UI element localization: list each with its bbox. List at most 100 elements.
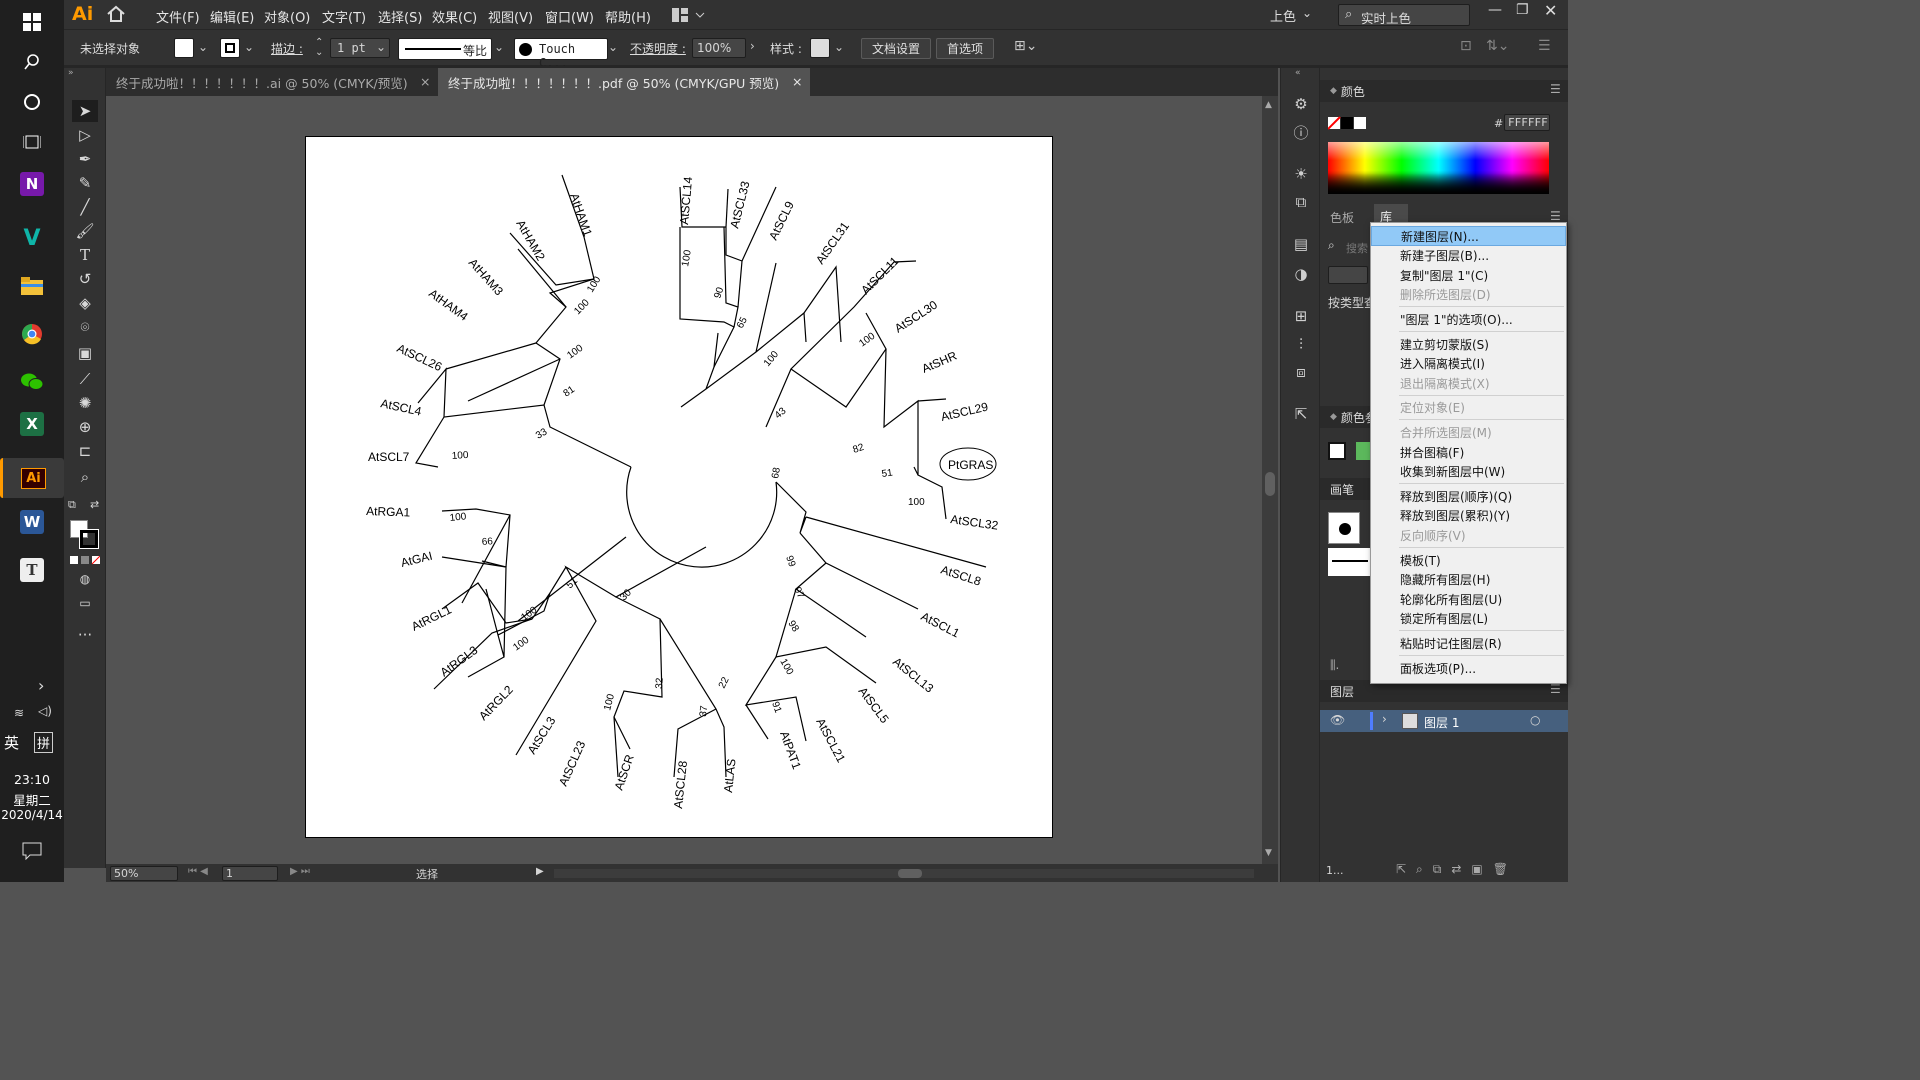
- visibility-eye-icon[interactable]: 👁: [1330, 713, 1346, 727]
- arrange-icon[interactable]: ⊞⌄: [1014, 38, 1038, 54]
- default-colors-icon[interactable]: ⧉: [68, 498, 76, 511]
- brush-definition[interactable]: Touch C...: [514, 38, 608, 70]
- blend-tool-icon[interactable]: ✺: [78, 394, 92, 412]
- home-icon[interactable]: [106, 5, 126, 26]
- fill-swatch[interactable]: [174, 38, 194, 58]
- context-menu-item[interactable]: 收集到新图层中(W): [1400, 465, 1506, 480]
- chevron-down-icon[interactable]: ⌄: [1302, 6, 1313, 20]
- fill-color-box[interactable]: [70, 520, 88, 538]
- context-menu-item[interactable]: 释放到图层(累积)(Y): [1400, 509, 1511, 524]
- gradient-panel-icon[interactable]: ▤: [1293, 235, 1309, 253]
- context-menu-item[interactable]: 锁定所有图层(L): [1400, 612, 1489, 627]
- library-search-input[interactable]: 搜索: [1346, 242, 1368, 255]
- restore-icon[interactable]: ❐: [1516, 2, 1529, 18]
- zoom-level[interactable]: 50%: [110, 866, 178, 881]
- panel-menu-icon[interactable]: ☰: [1550, 682, 1561, 696]
- layer-name[interactable]: 图层 1: [1424, 716, 1460, 730]
- wechat-icon[interactable]: [14, 364, 50, 400]
- chevron-down-icon[interactable]: ⌄: [494, 40, 505, 54]
- swap-colors-icon[interactable]: ⇄: [90, 498, 100, 511]
- properties-icon[interactable]: ⚙: [1294, 95, 1308, 113]
- close-icon[interactable]: ✕: [1544, 1, 1558, 20]
- pen-tool-icon[interactable]: ✒: [78, 150, 92, 168]
- chevron-down-icon[interactable]: ⌄: [376, 40, 387, 54]
- opacity-input[interactable]: 100%: [692, 38, 746, 58]
- windows-start-icon[interactable]: [14, 4, 50, 40]
- collapse-icon[interactable]: «: [1295, 68, 1301, 78]
- stroke-weight-input[interactable]: 1 pt: [330, 38, 390, 58]
- menu-type[interactable]: 文字(T): [322, 11, 367, 26]
- opacity-label[interactable]: 不透明度 :: [630, 41, 686, 56]
- artboard-tool-icon[interactable]: ⊏: [78, 442, 92, 460]
- chrome-icon[interactable]: [14, 316, 50, 352]
- panel-menu-icon[interactable]: ☰: [1538, 38, 1551, 54]
- close-icon[interactable]: ×: [420, 74, 431, 89]
- vpn-app-icon[interactable]: V: [23, 225, 41, 251]
- menu-effect[interactable]: 效果(C): [432, 11, 478, 26]
- context-menu-item[interactable]: 拼合图稿(F): [1400, 445, 1465, 460]
- tab-swatches[interactable]: 色板: [1330, 211, 1355, 225]
- ime-mode[interactable]: 拼: [34, 732, 54, 753]
- context-menu-item[interactable]: 释放到图层(顺序)(Q): [1400, 489, 1513, 504]
- draw-mode-icon[interactable]: ◍: [79, 572, 91, 586]
- stroke-swatch[interactable]: [220, 38, 240, 58]
- stroke-color-box[interactable]: [79, 529, 99, 549]
- close-icon[interactable]: ×: [792, 74, 803, 89]
- menu-file[interactable]: 文件(F): [156, 11, 200, 26]
- search-icon[interactable]: [14, 44, 50, 80]
- preferences-button[interactable]: 首选项: [936, 38, 995, 59]
- chevron-down-icon[interactable]: ⌄: [244, 40, 255, 54]
- input-language[interactable]: 英: [4, 734, 20, 752]
- transform-panel-icon[interactable]: ⧉: [1295, 193, 1307, 211]
- stroke-label[interactable]: 描边 :: [271, 41, 303, 56]
- cortana-icon[interactable]: [14, 84, 50, 120]
- menu-help[interactable]: 帮助(H): [605, 11, 651, 26]
- appearance-icon[interactable]: ☀: [1294, 165, 1308, 183]
- menu-object[interactable]: 对象(O): [264, 11, 311, 26]
- line-tool-icon[interactable]: ╱: [80, 198, 90, 216]
- workspace-switcher[interactable]: 上色: [1270, 10, 1297, 25]
- context-menu-item[interactable]: 隐藏所有图层(H): [1400, 573, 1491, 588]
- onenote-icon[interactable]: N: [20, 172, 44, 196]
- context-menu-item[interactable]: 粘贴时记住图层(R): [1400, 636, 1502, 651]
- chevron-down-icon[interactable]: ⌄: [608, 40, 619, 54]
- transform-icon[interactable]: ⇅⌄: [1486, 38, 1510, 54]
- context-menu-item[interactable]: 模板(T): [1400, 553, 1441, 568]
- color-panel-header[interactable]: ◆颜色: [1320, 80, 1568, 102]
- selection-tool-icon[interactable]: ➤: [72, 100, 98, 122]
- document-setup-button[interactable]: 文档设置: [861, 38, 932, 59]
- color-spectrum[interactable]: [1328, 142, 1549, 194]
- paintbrush-tool-icon[interactable]: 🖌: [75, 222, 95, 240]
- word-icon[interactable]: W: [20, 510, 44, 534]
- hex-input[interactable]: FFFFFF: [1504, 114, 1550, 131]
- gradient-tool-icon[interactable]: ▣: [77, 344, 93, 362]
- menu-edit[interactable]: 编辑(E): [210, 11, 255, 26]
- lasso-tool-icon[interactable]: ⌾: [80, 318, 90, 336]
- chevron-right-icon[interactable]: ›: [750, 39, 755, 53]
- menu-view[interactable]: 视图(V): [488, 11, 534, 26]
- layer-row[interactable]: 👁 › 图层 1 ○: [1320, 710, 1568, 732]
- transparency-icon[interactable]: ◑: [1294, 265, 1308, 283]
- target-circle-icon[interactable]: ○: [1530, 713, 1541, 727]
- context-menu-item[interactable]: 新建子图层(B)...: [1400, 249, 1490, 264]
- clock-time[interactable]: 23:10: [13, 772, 51, 787]
- artboard-number[interactable]: 1: [222, 866, 278, 881]
- chevron-right-icon[interactable]: ›: [38, 676, 45, 695]
- library-dropdown[interactable]: [1328, 266, 1368, 284]
- arrange-documents-icon[interactable]: [672, 7, 708, 26]
- variable-width-profile[interactable]: 等比: [398, 38, 492, 60]
- layers-footer-icons[interactable]: ⇱⌕⧉⇄▣🗑: [1396, 862, 1518, 876]
- scroll-thumb[interactable]: [1265, 472, 1275, 496]
- menu-select[interactable]: 选择(S): [378, 11, 423, 26]
- chevron-down-icon[interactable]: ⌄: [198, 40, 209, 54]
- type-tool-icon[interactable]: T: [79, 246, 90, 264]
- task-view-icon[interactable]: [14, 124, 50, 160]
- context-menu-item[interactable]: 建立剪切蒙版(S): [1400, 337, 1489, 352]
- panel-menu-icon[interactable]: ☰: [1550, 209, 1561, 223]
- curvature-tool-icon[interactable]: ✎: [78, 174, 92, 192]
- context-menu-item[interactable]: 进入隔离模式(I): [1400, 357, 1485, 372]
- color-mode-buttons[interactable]: [70, 554, 101, 565]
- base-color-swatch[interactable]: [1328, 442, 1346, 460]
- expand-arrow-icon[interactable]: ›: [1382, 712, 1387, 726]
